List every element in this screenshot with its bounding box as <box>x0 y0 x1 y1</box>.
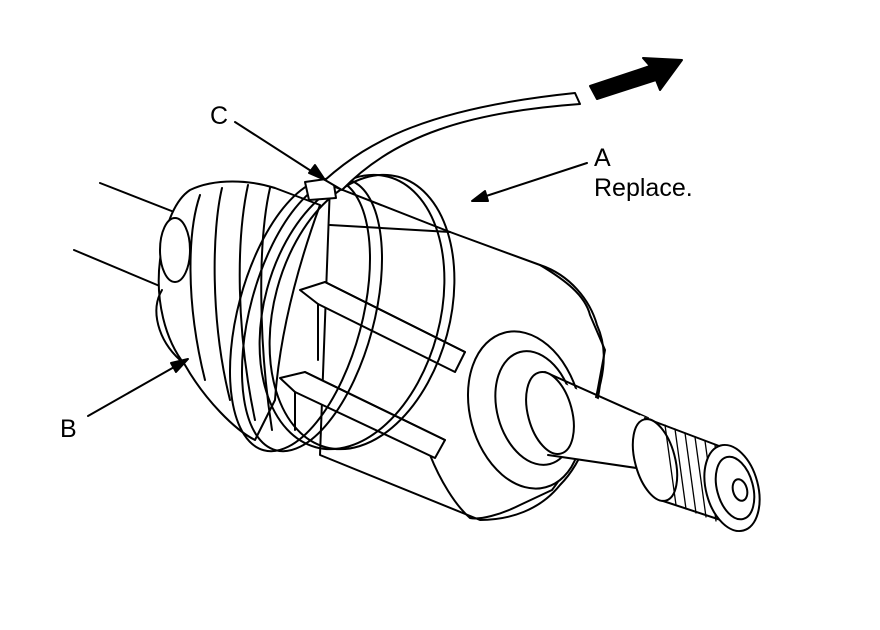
stub-shaft <box>466 330 761 533</box>
boot-band-tail <box>324 92 581 191</box>
callout-label-a: A <box>594 144 611 172</box>
pull-direction-arrow-icon <box>589 57 683 100</box>
callout-label-b: B <box>60 415 77 443</box>
leader-lines <box>87 121 588 417</box>
callout-note-replace: Replace. <box>594 174 693 202</box>
boot <box>155 180 321 441</box>
callout-label-c: C <box>210 102 229 130</box>
